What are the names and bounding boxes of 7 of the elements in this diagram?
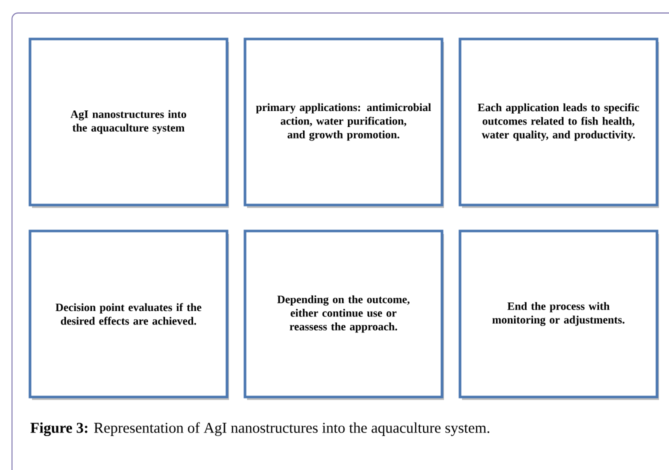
text-box: primary applications: antimicrobial action, water purification, and growth promotion. (244, 38, 444, 208)
text-box: AgI nanostructures into the aquaculture system (28, 38, 229, 208)
text-box: Depending on the outcome, either continue use or reassess the approach. (244, 230, 444, 400)
caption: Figure 3: Representation of AgI nanostructures into the aquaculture system. (30, 422, 490, 436)
text-box: End the process with monitoring or adjustments. (458, 230, 659, 400)
text-box: Decision point evaluates if the desired effects are achieved. (28, 230, 229, 400)
text-box: Each application leads to specific outcomes related to fish health, water quality, and productivity. (458, 38, 659, 208)
